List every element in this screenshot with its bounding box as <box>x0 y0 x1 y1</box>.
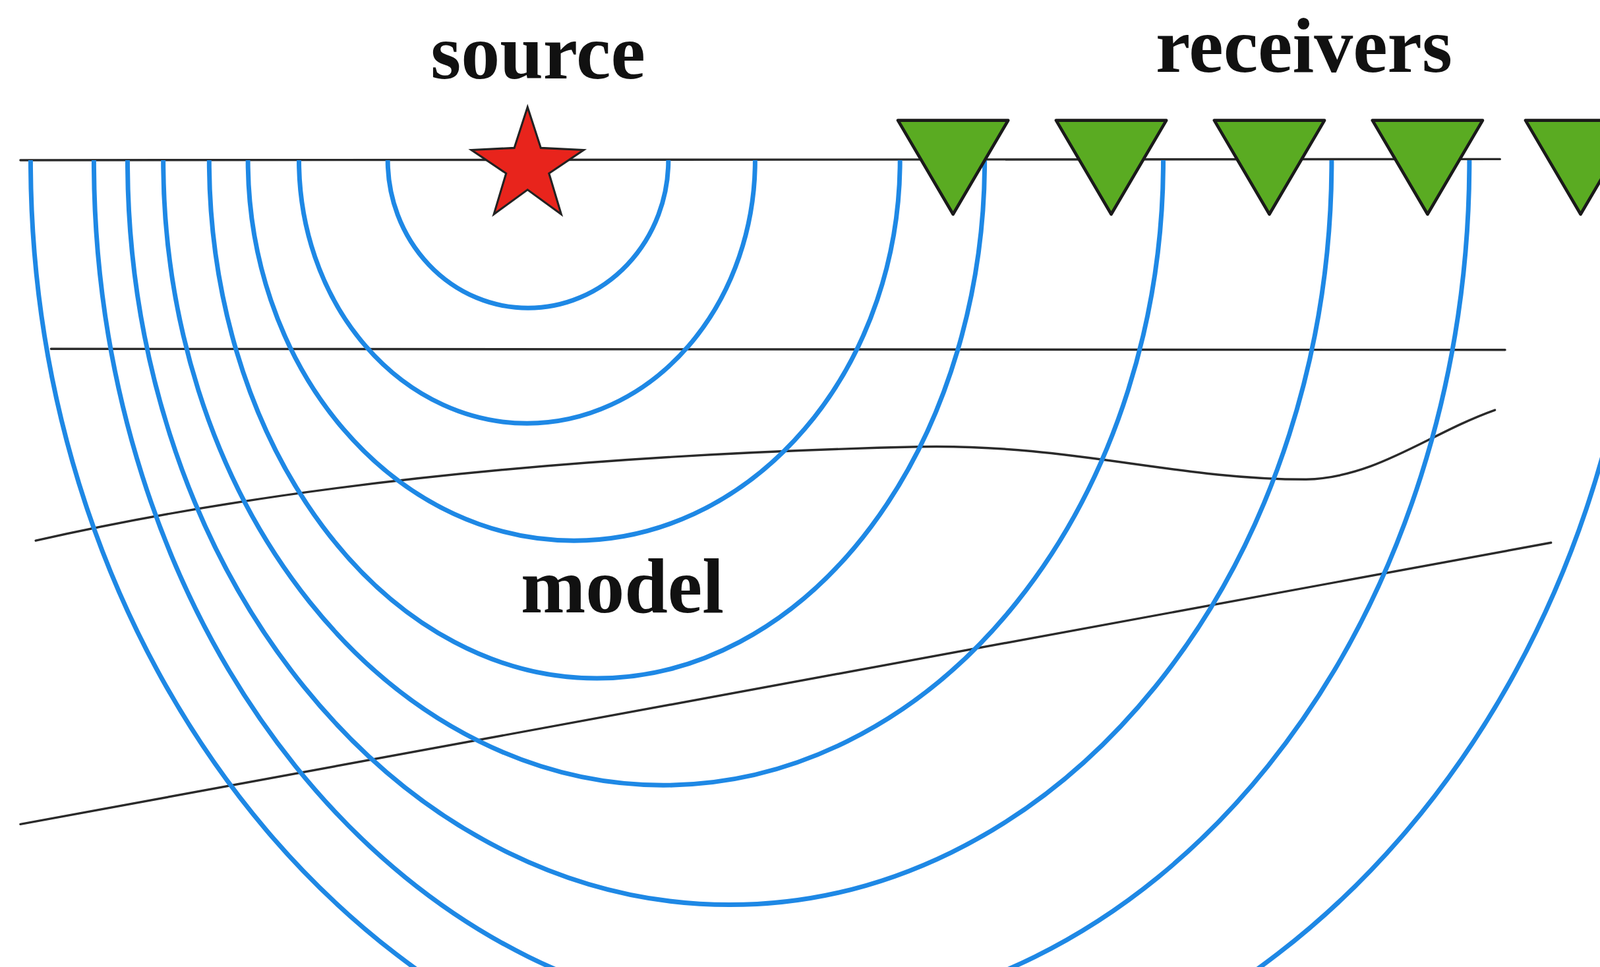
wavefront <box>247 160 900 541</box>
receiver-symbol <box>897 120 1008 215</box>
wavefront <box>299 160 756 424</box>
wavefront <box>30 160 1600 967</box>
source-label: source <box>423 11 652 94</box>
wavefront <box>208 160 985 679</box>
layer-boundary <box>50 348 1506 351</box>
wavefront <box>127 160 1332 906</box>
wavefront <box>163 160 1164 786</box>
receivers-label: receivers <box>1149 5 1459 88</box>
layer-boundary <box>20 542 1552 825</box>
model-label: model <box>514 545 731 628</box>
source-star <box>471 106 584 214</box>
receiver-symbol <box>1372 120 1483 215</box>
receiver-symbol <box>1056 120 1167 215</box>
receiver-symbol <box>1525 120 1600 215</box>
receiver-symbol <box>1214 120 1325 215</box>
wavefront <box>93 160 1469 967</box>
